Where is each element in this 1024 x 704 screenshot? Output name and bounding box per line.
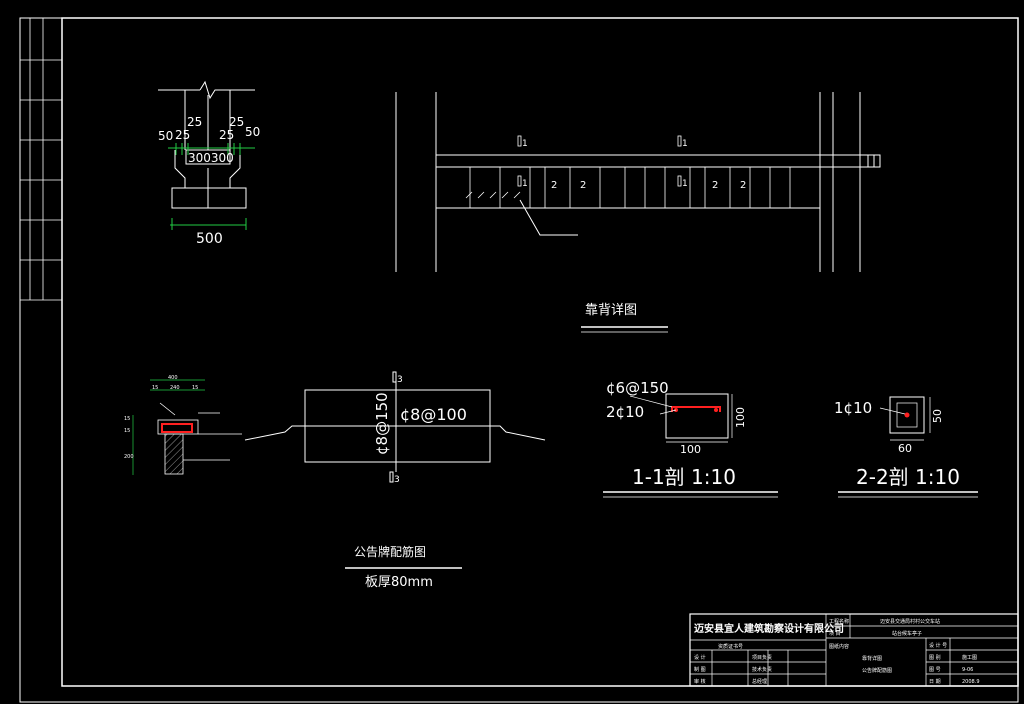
sheet-inner-border <box>61 17 1019 687</box>
mark-1-b: 1 <box>682 139 688 149</box>
board-rebar-vertical: ¢8@150 <box>373 392 391 455</box>
small-dim-400: 400 <box>168 375 178 381</box>
board-mark-bottom: 3 <box>394 475 400 485</box>
section2-rebar: 1¢10 <box>834 399 872 417</box>
title-block: 迈安县宜人建筑勘察设计有限公司 资质证书号 设 计 制 图 审 核 项目负责 技… <box>689 613 1019 687</box>
dim-300300: 300300 <box>188 151 234 165</box>
section1-rebar-top: ¢6@150 <box>606 379 669 397</box>
section2-title: 2-2剖 1:10 <box>856 465 960 489</box>
section1-title: 1-1剖 1:10 <box>632 465 736 489</box>
small-section-detail: 400 15 240 15 15 15 200 <box>124 375 242 475</box>
dim-25-d: 25 <box>219 128 234 142</box>
section1-dim-width: 100 <box>680 443 701 456</box>
small-dim-15-d: 15 <box>124 428 130 434</box>
mark-1-a: 1 <box>522 139 528 149</box>
project-label: 工程名称 <box>829 618 849 625</box>
row-label-tech: 技术负责 <box>752 666 772 673</box>
project-value: 迈安县交通局村村公交车站 <box>880 618 940 625</box>
date-label: 日 期 <box>929 679 941 685</box>
section1-rebar-bottom: 2¢10 <box>606 403 644 421</box>
section2-dim-height: 50 <box>931 409 944 423</box>
section-2-2: 1¢10 60 50 2-2剖 1:10 <box>834 396 978 498</box>
dim-50-left: 50 <box>158 129 173 143</box>
section-1-1: ¢6@150 2¢10 100 100 1-1剖 1:10 <box>603 379 778 498</box>
row-label-gm: 总经理 <box>752 678 767 685</box>
type-label: 图 别 <box>929 654 941 661</box>
elevation-drawing: 1 1 1 1 2 2 2 2 靠背详图 <box>395 92 881 333</box>
sheet-outer-border <box>19 17 1019 703</box>
small-dim-15-a: 15 <box>152 385 158 391</box>
no-label: 图 号 <box>929 667 941 673</box>
section1-dim-height: 100 <box>734 407 747 428</box>
row-label-check: 审 核 <box>694 678 706 685</box>
small-dim-200: 200 <box>124 454 134 460</box>
board-rebar-horizontal: ¢8@100 <box>400 405 467 424</box>
drawing-content-2: 公告牌配筋图 <box>862 667 892 674</box>
section2-dim-width: 60 <box>898 442 912 455</box>
dim-25-a: 25 <box>175 128 190 142</box>
drawing-content-label: 图纸内容 <box>829 643 849 650</box>
dim-50-right: 50 <box>245 125 260 139</box>
mark-2-d: 2 <box>740 180 746 191</box>
cert-label: 资质证书号 <box>718 643 743 650</box>
board-thickness: 板厚80mm <box>365 575 433 590</box>
row-label-pm: 项目负责 <box>752 654 772 661</box>
section-top-left: 50 25 25 25 25 50 300300 500 <box>158 80 260 247</box>
row-label-design: 设 计 <box>694 654 706 661</box>
mark-2-b: 2 <box>580 180 586 191</box>
item-label: 项 目 <box>829 631 841 637</box>
mark-1-d: 1 <box>682 179 688 189</box>
company-name: 迈安县宜人建筑勘察设计有限公司 <box>694 622 844 635</box>
board-mark-top: 3 <box>397 375 403 385</box>
small-dim-15-c: 15 <box>124 416 130 422</box>
item-value: 站台候车亭子 <box>892 630 922 637</box>
board-rebar-drawing: ¢8@150 ¢8@100 3 3 公告牌配筋图 板厚80mm <box>244 371 546 590</box>
board-title: 公告牌配筋图 <box>354 544 426 559</box>
elevation-title: 靠背详图 <box>585 303 637 318</box>
dim-25-b: 25 <box>187 115 202 129</box>
row-label-draw: 制 图 <box>694 666 706 673</box>
dim-25-c: 25 <box>229 115 244 129</box>
mark-1-c: 1 <box>522 179 528 189</box>
mark-2-c: 2 <box>712 180 718 191</box>
small-dim-240: 240 <box>170 385 180 391</box>
type-value: 施工图 <box>962 654 977 661</box>
mark-2-a: 2 <box>551 180 557 191</box>
num-label: 设 计 号 <box>929 642 947 649</box>
dim-500: 500 <box>196 231 223 247</box>
drawing-content-1: 靠背详图 <box>862 655 882 662</box>
small-dim-15-b: 15 <box>192 385 198 391</box>
date-value: 2008.9 <box>962 679 980 685</box>
binding-strip <box>20 18 62 301</box>
no-value: 9-06 <box>962 667 973 673</box>
